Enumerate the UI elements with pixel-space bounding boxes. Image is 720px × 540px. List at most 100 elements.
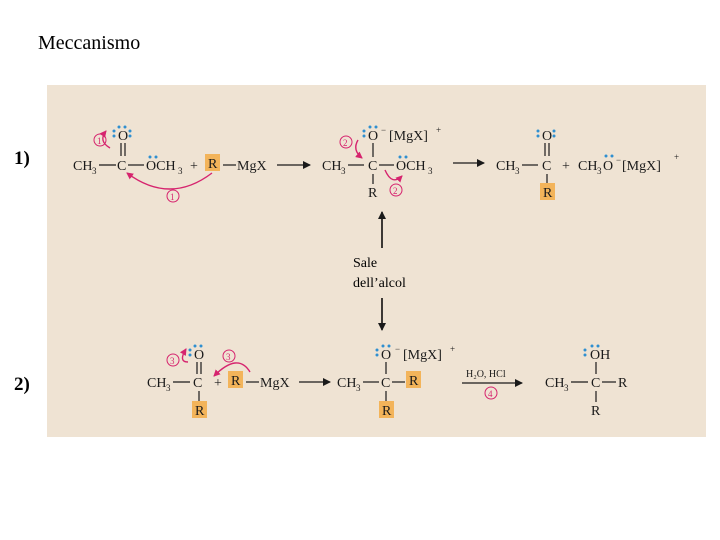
electron-arrow-2b <box>384 169 403 183</box>
plus-charge: + <box>674 152 679 162</box>
lone-pair-dot <box>375 353 379 357</box>
electron-arrow-1a <box>99 130 111 149</box>
r-highlight <box>228 371 243 388</box>
ch3-group: CH <box>73 159 92 174</box>
ketone-product: O CH 3 C R + <box>496 129 570 201</box>
plus-sign: + <box>214 376 222 391</box>
carbonyl-carbon: C <box>117 159 126 174</box>
minus-charge: − <box>616 155 621 165</box>
carbonyl-carbon: C <box>193 376 202 391</box>
step-marker: 4 <box>488 389 493 399</box>
lone-pair-dot <box>552 129 556 133</box>
step-marker: 2 <box>343 138 348 148</box>
lone-pair-dot <box>552 134 556 138</box>
r-group: R <box>231 374 241 389</box>
methoxy-group: OCH <box>146 159 176 174</box>
lone-pair-dot <box>117 125 121 129</box>
marker-circle <box>222 349 236 363</box>
reaction-1: CH 3 C O OCH 3 + R MgX <box>73 125 679 203</box>
mgx-group: MgX <box>260 376 290 391</box>
marker-circle <box>484 386 498 400</box>
subscript-3: 3 <box>428 166 433 176</box>
slide-title: Meccanismo <box>38 32 141 54</box>
methoxide-group: CH <box>578 159 597 174</box>
methoxy-group: OCH <box>396 159 426 174</box>
electron-arrow-3a <box>179 348 189 363</box>
lone-pair-dot <box>404 155 408 159</box>
central-carbon: C <box>368 159 377 174</box>
lone-pair-dot <box>193 344 197 348</box>
step-marker: 3 <box>170 356 175 366</box>
r-highlight <box>540 183 555 200</box>
lone-pair-dot <box>368 125 372 129</box>
minus-charge: − <box>395 344 400 354</box>
subscript-3: 3 <box>178 166 183 176</box>
methoxide-oxygen: O <box>603 159 613 174</box>
lone-pair-dot <box>596 344 600 348</box>
ch3-group: CH <box>545 376 564 391</box>
step-marker: 1 <box>170 192 175 202</box>
plus-charge: + <box>450 344 455 354</box>
methoxide-salt: CH 3 O − [MgX] + <box>578 152 679 176</box>
marker-circle <box>93 133 107 147</box>
lone-pair-dot <box>610 154 614 158</box>
lone-pair-dot <box>148 155 152 159</box>
step-number-1: 1) <box>14 148 30 169</box>
electron-arrow-2a <box>355 139 363 159</box>
reaction-2: O CH 3 C R + R MgX 3 3 <box>147 344 628 419</box>
lone-pair-dot <box>362 134 366 138</box>
ketone-reactant: O CH 3 C R + <box>147 344 222 419</box>
lone-pair-dot <box>375 348 379 352</box>
subscript-3: 3 <box>92 166 97 176</box>
r-group: R <box>368 186 378 201</box>
magnesium-cation: [MgX] <box>389 129 428 144</box>
lone-pair-dot <box>398 155 402 159</box>
tetrahedral-intermediate: O − [MgX] + CH 3 C OCH 3 R 2 2 <box>322 125 441 201</box>
ketone-oxygen: O <box>542 129 552 144</box>
carbonyl-oxygen: O <box>118 129 128 144</box>
magnesium-cation: [MgX] <box>622 159 661 174</box>
lone-pair-dot <box>188 348 192 352</box>
alkoxide-oxygen: O <box>381 348 391 363</box>
lone-pair-dot <box>128 134 132 138</box>
lone-pair-dot <box>590 344 594 348</box>
note-line-1: Sale <box>353 256 378 271</box>
electron-arrow-3b <box>213 362 251 377</box>
ester-reactant: CH 3 C O OCH 3 + <box>73 125 198 176</box>
magnesium-cation: [MgX] <box>403 348 442 363</box>
ch3-group: CH <box>496 159 515 174</box>
subscript-3: 3 <box>515 166 520 176</box>
subscript-3: 3 <box>564 383 569 393</box>
note-line-2: dell’alcol <box>353 276 406 291</box>
lone-pair-dot <box>536 134 540 138</box>
lone-pair-dot <box>128 129 132 133</box>
lone-pair-dot <box>199 344 203 348</box>
marker-circle <box>389 183 403 197</box>
mgx-group: MgX <box>237 159 267 174</box>
alcohol-product: OH CH 3 C R R <box>545 344 628 419</box>
plus-charge: + <box>436 125 441 135</box>
carbonyl-oxygen: O <box>194 348 204 363</box>
subscript-3: 3 <box>356 383 361 393</box>
r-highlight <box>379 401 394 418</box>
step-marker: 2 <box>393 186 398 196</box>
subscript-3: 3 <box>166 383 171 393</box>
workup-reagents: H₂O, HCl <box>466 369 506 380</box>
lone-pair-dot <box>381 344 385 348</box>
lone-pair-dot <box>112 129 116 133</box>
plus-sign: + <box>562 159 570 174</box>
lone-pair-dot <box>374 125 378 129</box>
lone-pair-dot <box>583 353 587 357</box>
subscript-3: 3 <box>597 166 602 176</box>
step-number-2: 2) <box>14 374 30 395</box>
r-group: R <box>409 374 419 389</box>
r-highlight <box>205 154 220 171</box>
ch3-group: CH <box>337 376 356 391</box>
subscript-3: 3 <box>341 166 346 176</box>
minus-charge: − <box>381 125 386 135</box>
ch3-group: CH <box>147 376 166 391</box>
lone-pair-dot <box>112 134 116 138</box>
r-group: R <box>195 404 205 419</box>
step-marker: 1 <box>97 136 102 146</box>
